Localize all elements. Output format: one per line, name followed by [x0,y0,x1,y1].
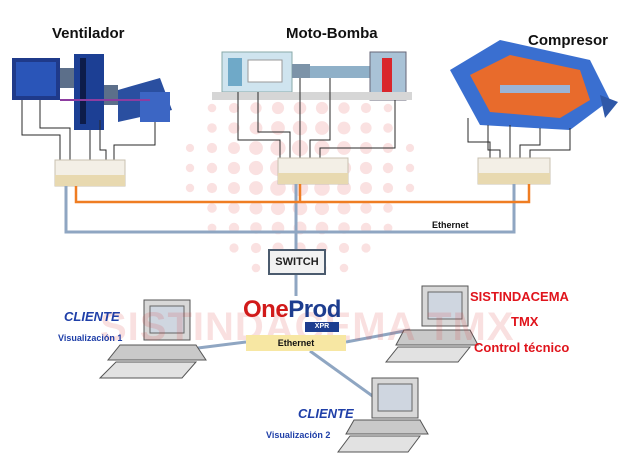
motobomba-unit-stripe [278,173,348,184]
background-dot [249,201,263,215]
compresor-sensor-cables [467,118,571,158]
ethernet-label-center: Ethernet [246,335,346,351]
client2-title: CLIENTE [298,406,354,421]
background-dot [206,142,218,154]
background-dot [383,123,393,133]
background-dot [338,242,350,254]
ethernet-label-right: Ethernet [432,220,469,230]
logo-one: One [243,296,289,323]
client1-computer [98,299,207,379]
ventilador-machine [12,54,172,130]
background-dot [228,122,240,134]
background-dot [250,102,262,114]
background-dot [405,183,415,193]
background-dot [361,243,371,253]
background-dot [315,101,329,115]
background-dot [248,160,264,176]
background-dot [360,182,372,194]
background-dot [229,243,239,253]
background-dot [207,203,217,213]
background-dot [185,163,195,173]
ventilador-title: Ventilador [52,25,125,42]
background-dot [249,141,263,155]
server-label-line3: Control técnico [474,340,570,355]
background-dot [270,200,286,216]
background-dot [271,121,285,135]
server-label-line2: TMX [511,314,539,329]
motobomba-title: Moto-Bomba [286,25,378,42]
background-dot [271,101,285,115]
background-dot [383,223,393,233]
background-dot [383,203,393,213]
background-dot [360,102,372,114]
background-dot [249,181,263,195]
motobomba-sensor-cables [237,78,396,160]
background-dot [207,223,217,233]
background-dot [382,182,394,194]
background-dot [207,103,217,113]
network-switch: SWITCH [268,249,326,275]
client1-subtitle: Visualización 1 [58,333,123,343]
background-dot [185,143,195,153]
ethernet-cable [74,184,531,204]
oneprod-logo: OneProd [243,296,341,324]
background-dot [360,202,372,214]
background-dot [249,121,263,135]
compresor-unit-stripe [478,173,550,184]
background-dot [228,142,240,154]
background-dot [360,122,372,134]
compresor-machine [450,40,618,130]
background-dot [228,182,240,194]
background-dot [383,103,393,113]
background-dot [338,102,350,114]
client2-subtitle: Visualización 2 [266,430,331,440]
background-dot [405,143,415,153]
background-dot [185,183,195,193]
client1-title: CLIENTE [64,309,120,324]
compresor-title: Compresor [528,32,609,49]
background-dot [228,102,240,114]
background-dot [337,121,351,135]
background-dot [359,161,373,175]
lan-cables [64,184,516,402]
server-label-line1: SISTINDACEMA [470,289,569,304]
background-dot [337,201,351,215]
client2-computer [337,377,429,453]
background-dot [207,123,217,133]
background-dot [206,162,218,174]
background-dot [270,140,286,156]
background-dot [250,242,262,254]
motobomba-machine [212,51,412,101]
ventilador-sensor-cables [21,100,156,160]
background-dot [251,263,261,273]
background-dot [337,181,351,195]
background-dot [228,202,240,214]
background-dot [314,200,330,216]
background-dot [206,182,218,194]
logo-xpr-badge: XPR [305,322,339,332]
background-dot [315,121,329,135]
background-dot [382,162,394,174]
server-computer [384,285,479,363]
background-dot [339,263,349,273]
logo-prod: Prod [288,296,341,323]
background-dot [405,163,415,173]
ventilador-unit-stripe [55,175,125,186]
background-dot [227,161,241,175]
